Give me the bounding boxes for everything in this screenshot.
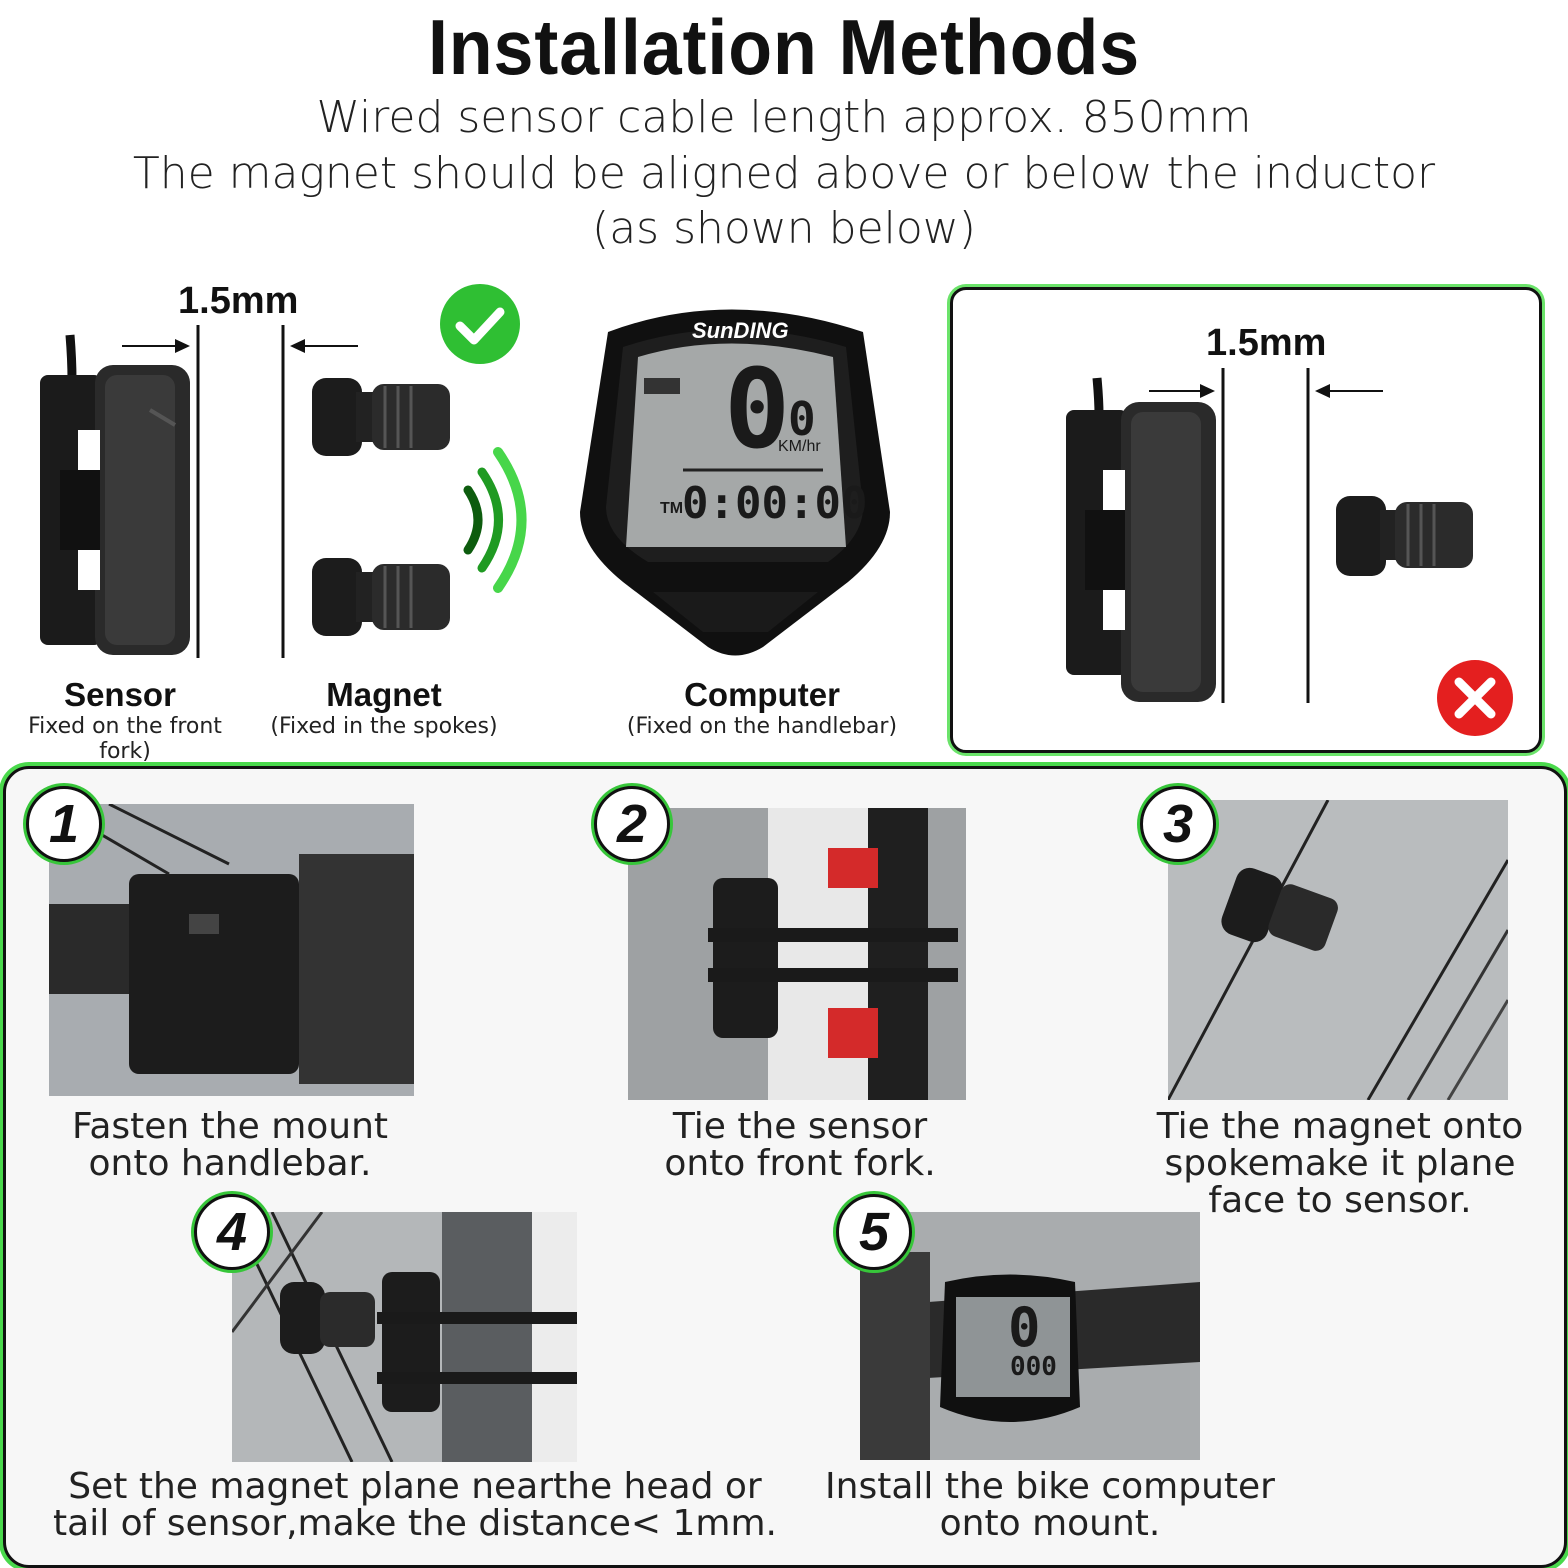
subtitle-line-1: Wired sensor cable length approx. 850mm — [316, 92, 1252, 143]
correct-alignment-diagram — [40, 284, 527, 658]
step-3-badge: 3 — [1140, 786, 1216, 862]
step-1-caption: Fasten the mount onto handlebar. — [71, 1106, 389, 1184]
lcd-speed-decimal: 0 — [788, 392, 816, 446]
step-3-photo — [1168, 800, 1508, 1100]
step-1-badge: 1 — [26, 786, 102, 862]
lcd-screen — [626, 343, 846, 547]
step-1-photo — [49, 804, 414, 1096]
step-5-lcd-speed: 0 — [1008, 1296, 1041, 1359]
bike-computer-illustration: SunDING 0 0 KM/hr TM 0:00:00 — [578, 292, 892, 664]
gap-label-incorrect: 1.5mm — [1206, 322, 1327, 364]
magnet-label: Magnet — [326, 676, 442, 713]
checkmark-icon — [440, 284, 520, 364]
sensor-illustration — [40, 365, 190, 655]
incorrect-alignment-panel: 1.5mm — [950, 287, 1542, 753]
sensor-label: Sensor — [64, 676, 176, 713]
incorrect-alignment-diagram — [1066, 368, 1513, 736]
step-2-caption: Tie the sensor onto front fork. — [664, 1106, 936, 1184]
lcd-time-prefix: TM — [660, 500, 684, 517]
brand-logo: SunDING — [692, 318, 789, 343]
magnet-illustration-misaligned — [1336, 496, 1473, 576]
step-2-photo — [628, 808, 966, 1100]
sensor-sublabel: Fixed on the front fork) — [28, 714, 222, 764]
step-3-caption: Tie the magnet onto spokemake it plane f… — [1156, 1106, 1524, 1221]
magnet-illustration-bottom — [312, 558, 450, 636]
computer-label: Computer — [684, 676, 840, 713]
x-icon — [1437, 660, 1513, 736]
lcd-unit: KM/hr — [778, 438, 821, 455]
step-5-caption: Install the bike computer onto mount. — [825, 1466, 1275, 1544]
subtitle-line-2: The magnet should be aligned above or be… — [132, 148, 1436, 199]
signal-waves-icon — [463, 447, 527, 593]
page-title: Installation Methods — [427, 3, 1141, 91]
subtitle-line-3: (as shown below) — [592, 203, 976, 254]
magnet-illustration-top — [312, 378, 450, 456]
magnet-sublabel: (Fixed in the spokes) — [270, 714, 498, 739]
step-4-badge: 4 — [194, 1194, 270, 1270]
step-2-badge: 2 — [594, 786, 670, 862]
lcd-time: 0:00:00 — [682, 478, 868, 529]
step-5-badge: 5 — [836, 1194, 912, 1270]
step-5-photo: 0 000 — [860, 1212, 1200, 1460]
computer-sublabel: (Fixed on the handlebar) — [626, 714, 898, 739]
gap-label-correct: 1.5mm — [178, 280, 299, 322]
lcd-speed: 0 — [724, 345, 791, 473]
step-4-caption: Set the magnet plane nearthe head or tai… — [53, 1466, 777, 1544]
step-4-photo — [232, 1212, 577, 1462]
step-5-lcd-time: 000 — [1010, 1352, 1057, 1382]
